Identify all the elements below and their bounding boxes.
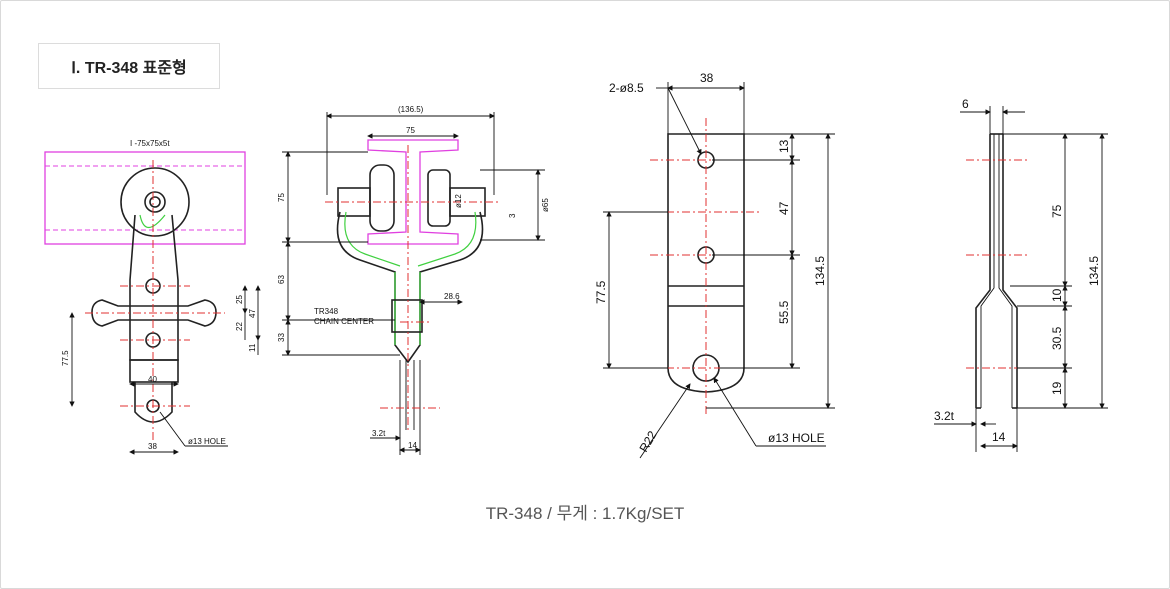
svg-text:ø12: ø12 — [454, 194, 463, 208]
view1-roller — [120, 167, 190, 237]
svg-text:25: 25 — [235, 295, 244, 304]
svg-text:19: 19 — [1050, 381, 1064, 395]
view2-i-beam — [367, 139, 459, 245]
svg-text:47: 47 — [248, 309, 257, 318]
view1-beam — [44, 151, 246, 245]
svg-text:13: 13 — [777, 139, 791, 153]
svg-text:3: 3 — [508, 213, 517, 218]
view1-beam-label: I -75x75x5t — [130, 139, 170, 148]
svg-text:TR348: TR348 — [314, 307, 339, 316]
svg-text:22: 22 — [235, 322, 244, 331]
svg-text:3.2t: 3.2t — [372, 429, 386, 438]
svg-text:38: 38 — [700, 71, 714, 85]
view4-plate-edges — [975, 134, 1018, 408]
view3-plate: 38 2-ø8.5 13 47 55.5 134.5 77.5 R22 ø13 … — [594, 71, 835, 459]
view3-hole-label: ø13 HOLE — [768, 431, 825, 445]
svg-text:R22: R22 — [636, 428, 659, 454]
svg-text:134.5: 134.5 — [1087, 256, 1101, 286]
svg-text:11: 11 — [248, 343, 257, 352]
svg-text:63: 63 — [277, 275, 286, 284]
svg-text:6: 6 — [962, 97, 969, 111]
svg-text:75: 75 — [277, 193, 286, 202]
svg-text:33: 33 — [277, 333, 286, 342]
svg-text:47: 47 — [777, 201, 791, 215]
view1-hole-label: ø13 HOLE — [188, 437, 226, 446]
svg-text:75: 75 — [406, 126, 415, 135]
view3-hole-spec: 2-ø8.5 — [609, 81, 644, 95]
section-title-text: Ⅰ. TR-348 표준형 — [71, 60, 187, 77]
svg-text:77.5: 77.5 — [594, 280, 608, 304]
view1-cross-bar — [91, 299, 217, 327]
view2-front: (136.5) 75 75 63 33 ø65 ø12 3 28.6 TR348… — [277, 105, 550, 455]
view1-side: I -75x75x5t 77.5 25 47 22 11 40 38 — [44, 139, 261, 455]
section-title: Ⅰ. TR-348 표준형 — [38, 43, 220, 89]
svg-text:ø65: ø65 — [541, 198, 550, 212]
svg-text:CHAIN CENTER: CHAIN CENTER — [314, 317, 374, 326]
svg-text:28.6: 28.6 — [444, 292, 460, 301]
svg-text:55.5: 55.5 — [777, 300, 791, 324]
svg-text:75: 75 — [1050, 204, 1064, 218]
svg-text:134.5: 134.5 — [813, 256, 827, 286]
svg-text:38: 38 — [148, 442, 157, 451]
svg-text:(136.5): (136.5) — [398, 105, 424, 114]
svg-text:3.2t: 3.2t — [934, 409, 955, 423]
svg-text:14: 14 — [992, 430, 1006, 444]
weight-caption: TR-348 / 무게 : 1.7Kg/SET — [485, 504, 685, 523]
view4-edge: 6 75 10 30.5 19 134.5 3.2t 14 — [934, 97, 1108, 452]
svg-text:77.5: 77.5 — [61, 350, 70, 366]
svg-text:10: 10 — [1050, 288, 1064, 302]
svg-text:14: 14 — [408, 441, 417, 450]
view2-roller-left — [369, 164, 395, 232]
view2-roller-right — [427, 169, 451, 227]
view2-hanger-arm — [336, 211, 484, 364]
svg-text:40: 40 — [148, 375, 157, 384]
svg-text:30.5: 30.5 — [1050, 326, 1064, 350]
